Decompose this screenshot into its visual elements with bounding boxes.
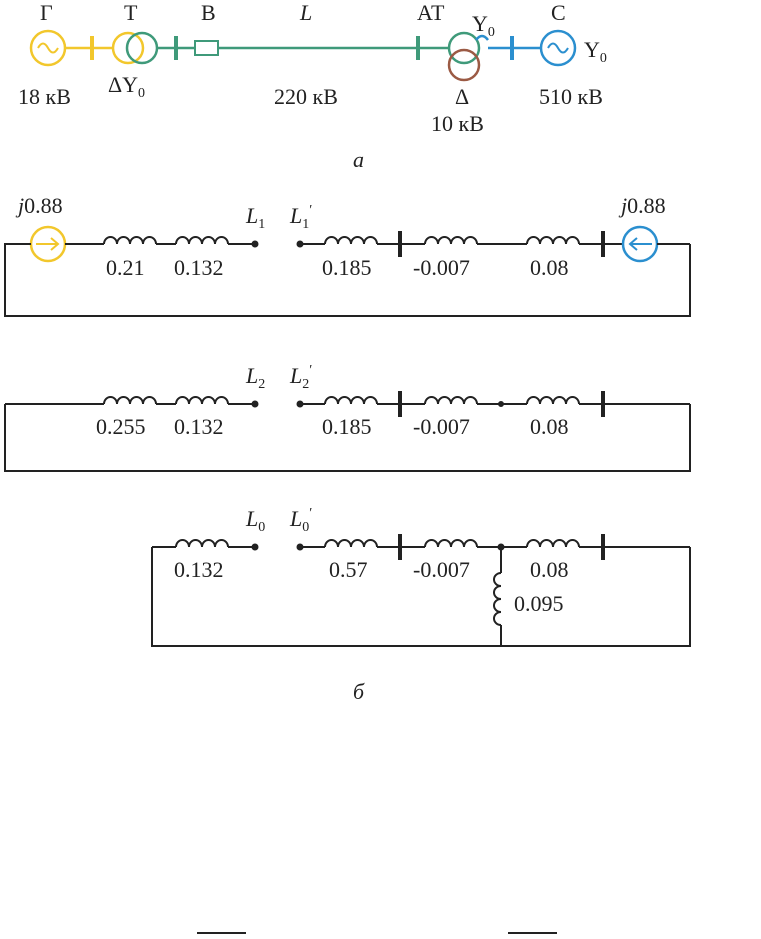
node-l1-prime: [298, 242, 303, 247]
node-l1-label: L1: [245, 203, 265, 232]
x-value: -0.007: [413, 414, 470, 439]
reactor-x-g: [104, 397, 156, 404]
autotransformer-tertiary-winding: [449, 50, 479, 80]
node-l2-prime: [298, 402, 303, 407]
reactor-x-at-hv: [425, 237, 477, 244]
system-y-label: Y0: [584, 37, 607, 66]
junction-dot: [499, 402, 503, 406]
reactor-x-at-mv: [527, 540, 579, 547]
reactor-x-line: [325, 237, 377, 244]
arrow-right-icon: [36, 238, 58, 250]
x-value: -0.007: [413, 255, 470, 280]
caption-b: б: [353, 679, 365, 704]
arrow-left-icon: [630, 238, 652, 250]
x-value: 0.21: [106, 255, 145, 280]
x-value: 0.185: [322, 255, 372, 280]
zero-sequence-circuit: [152, 534, 690, 646]
reactor-x-line: [325, 397, 377, 404]
node-l0-prime: [298, 545, 303, 550]
node-l1: [253, 242, 258, 247]
caption-a: а: [353, 147, 364, 172]
line-label: L: [299, 0, 312, 25]
x-value: 0.08: [530, 255, 569, 280]
autotransformer-label: АТ: [417, 0, 445, 25]
reactor-x-t: [176, 237, 228, 244]
autotransformer-tap: [476, 36, 488, 40]
ac-wave-icon: [548, 44, 568, 53]
node-l0: [253, 545, 258, 550]
x-value: 0.132: [174, 255, 224, 280]
at-tertiary-voltage: 10 кВ: [431, 111, 484, 136]
reactor-x-at-hv: [425, 540, 477, 547]
emf-left-label: j0.88: [15, 193, 63, 218]
reactor-x-at-hv: [425, 397, 477, 404]
reactor-x-g: [104, 237, 156, 244]
system-voltage: 510 кВ: [539, 84, 603, 109]
ac-wave-icon: [38, 44, 58, 53]
breaker-icon: [195, 41, 218, 55]
transformer-label: Т: [124, 0, 138, 25]
node-l1-prime-label: L1′: [289, 203, 312, 232]
reactor-x-at-lv: [494, 573, 501, 625]
node-l2: [253, 402, 258, 407]
line-voltage: 220 кВ: [274, 84, 338, 109]
x-value: 0.132: [174, 557, 224, 582]
reactor-x-t: [176, 397, 228, 404]
system-label: С: [551, 0, 566, 25]
x-value: 0.08: [530, 557, 569, 582]
gen-voltage: 18 кВ: [18, 84, 71, 109]
zero-sequence-labels: L0 L0′ 0.132 0.57 -0.007 0.08 0.095 б: [174, 506, 569, 704]
node-l0-label: L0: [245, 506, 265, 535]
at-delta: Δ: [455, 84, 469, 109]
reactor-x-at-mv: [527, 397, 579, 404]
x-value: 0.08: [530, 414, 569, 439]
x-value: 0.095: [514, 591, 564, 616]
node-l2-prime-label: L2′: [289, 363, 312, 392]
x-value: 0.255: [96, 414, 146, 439]
node-l2-label: L2: [245, 363, 265, 392]
emf-right-label: j0.88: [618, 193, 666, 218]
reactor-x-t: [176, 540, 228, 547]
trafo-connection: ΔY0: [108, 72, 145, 101]
x-value: -0.007: [413, 557, 470, 582]
reactor-x-line: [325, 540, 377, 547]
x-value: 0.185: [322, 414, 372, 439]
reactor-x-at-mv: [527, 237, 579, 244]
generator-label: Г: [40, 0, 53, 25]
one-line-diagram: Г Т В L АТ С Y0 Y0 18 кВ ΔY0 220 кВ Δ 10…: [18, 0, 607, 172]
node-l0-prime-label: L0′: [289, 506, 312, 535]
x-value: 0.57: [329, 557, 368, 582]
autotransformer-winding: [449, 33, 479, 63]
at-y-label: Y0: [472, 11, 495, 40]
breaker-label: В: [201, 0, 216, 25]
x-value: 0.132: [174, 414, 224, 439]
negative-sequence-labels: L2 L2′ 0.255 0.132 0.185 -0.007 0.08: [96, 363, 569, 439]
